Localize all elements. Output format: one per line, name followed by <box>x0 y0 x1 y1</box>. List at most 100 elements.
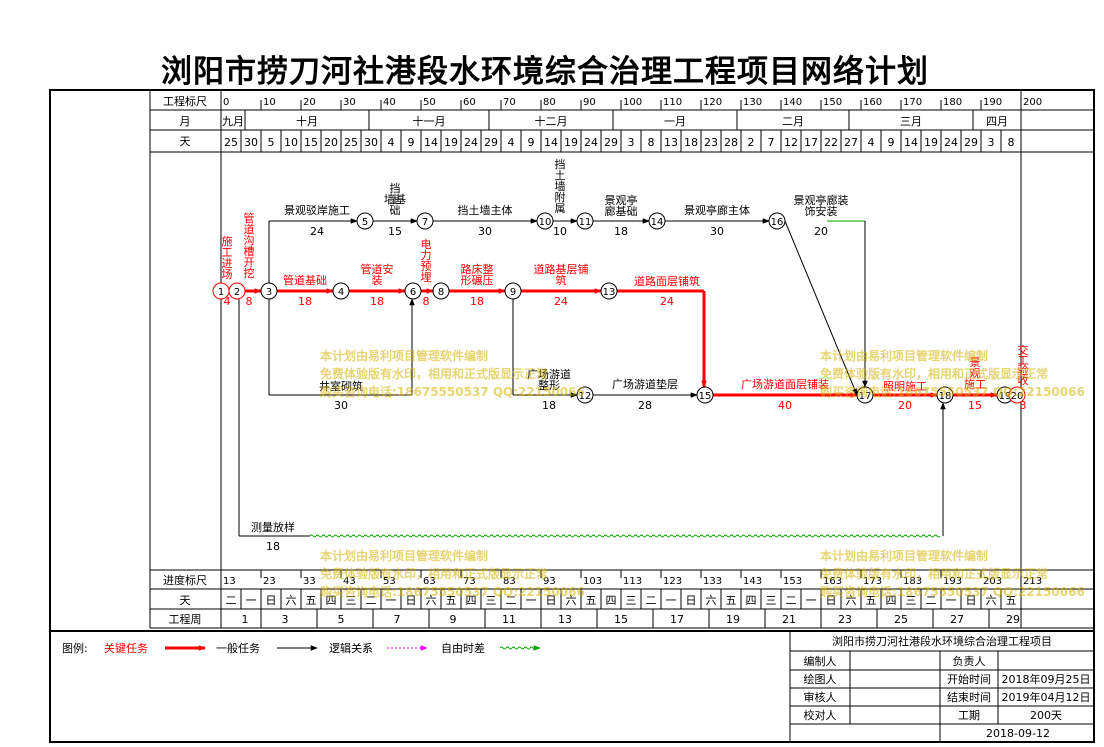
month-cell: 十二月 <box>535 114 568 128</box>
day-cell: 17 <box>804 136 818 149</box>
day-cell: 30 <box>364 136 378 149</box>
activity-name: 管道基础 <box>283 273 327 287</box>
info-cell-value: 200天 <box>1030 709 1062 722</box>
week-cell: 19 <box>726 613 740 626</box>
activity-name: 电 <box>421 238 432 251</box>
node-number: 6 <box>410 287 416 298</box>
info-cell-label: 结束时间 <box>947 691 991 704</box>
weekday-cell: 一 <box>666 594 677 607</box>
info-cell-label: 开始时间 <box>947 672 991 686</box>
scale-tick-label: 60 <box>463 97 476 108</box>
legend-normal-label: 一般任务 <box>216 642 260 655</box>
weekday-cell: 三 <box>766 594 777 607</box>
watermark-text: 本计划由易利项目管理软件编制 <box>320 348 488 363</box>
activity-name: 墙 <box>555 179 566 193</box>
node-number: 1 <box>218 287 224 298</box>
scale-tick-label: 10 <box>263 97 276 108</box>
activity-name: 景观亭 <box>605 193 638 207</box>
info-project-name: 浏阳市捞刀河社港段水环境综合治理工程项目 <box>832 634 1052 648</box>
day-cell: 28 <box>724 136 738 149</box>
weekday-cell: 六 <box>846 594 857 607</box>
progress-tick-label: 183 <box>903 576 922 587</box>
weekday-cell: 五 <box>306 594 317 607</box>
node-number: 2 <box>234 287 240 298</box>
activity-name: 饰安装 <box>805 204 838 218</box>
weekday-cell: 五 <box>726 594 737 607</box>
progress-tick-label: 63 <box>423 576 436 587</box>
scale-tick-label: 200 <box>1023 97 1042 108</box>
week-cell: 15 <box>614 613 628 626</box>
day-cell: 22 <box>824 136 838 149</box>
scale-tick-label: 180 <box>943 97 962 108</box>
watermark-text: 本计划由易利项目管理软件编制 <box>820 348 988 363</box>
weekday-cell: 三 <box>346 594 357 607</box>
activity-name: 挡土墙主体 <box>458 203 513 217</box>
activity-duration: 8 <box>246 295 253 308</box>
weekday-cell: 二 <box>926 594 937 607</box>
network-node <box>416 212 434 230</box>
info-cell-label: 审核人 <box>804 690 837 704</box>
progress-label: 进度标尺 <box>163 573 207 587</box>
progress-tick-label: 153 <box>783 576 802 587</box>
weekday-cell: 四 <box>606 594 617 607</box>
legend-float-label: 自由时差 <box>441 641 485 655</box>
network-node <box>260 282 278 300</box>
progress-tick-label: 93 <box>543 576 556 587</box>
activity-name: 道 <box>244 222 255 236</box>
scale-tick-label: 170 <box>903 97 922 108</box>
activity-name: 景观亭廊主体 <box>684 203 750 217</box>
week-cell: 29 <box>1006 613 1020 626</box>
activity-name: 预 <box>421 260 432 273</box>
activity-name: 工 <box>1018 354 1029 367</box>
progress-tick-label: 173 <box>863 576 882 587</box>
watermark-text: 购买咨询电话:18675550537 QQ:22150066 <box>820 384 1085 399</box>
month-cell: 二月 <box>782 115 804 128</box>
progress-tick-label: 203 <box>983 576 1002 587</box>
weekday-cell: 日 <box>966 594 977 607</box>
weekday-cell: 四 <box>326 594 337 607</box>
weekday-cell: 二 <box>506 594 517 607</box>
weekday-cell: 一 <box>806 594 817 607</box>
activity-name: 收 <box>1018 373 1029 387</box>
legend-label: 图例: <box>62 641 88 655</box>
activity-duration: 28 <box>638 399 652 412</box>
activity-name: 廊基础 <box>605 204 638 218</box>
activity-duration: 30 <box>478 225 492 238</box>
weekday-cell: 五 <box>866 594 877 607</box>
progress-tick-label: 23 <box>263 576 276 587</box>
scale-tick-label: 190 <box>983 97 1002 108</box>
network-node <box>600 282 618 300</box>
node-number: 13 <box>603 287 616 298</box>
day-cell: 14 <box>544 136 558 149</box>
activity-name: 整形 <box>538 378 560 392</box>
scale-tick-label: 150 <box>823 97 842 108</box>
progress-tick-label: 133 <box>703 576 722 587</box>
info-date: 2018-09-12 <box>986 727 1050 740</box>
activity-name: 广场游道面层铺装 <box>741 377 829 391</box>
node-number: 8 <box>438 287 444 298</box>
activity-duration: 20 <box>814 225 828 238</box>
week-cell: 5 <box>338 613 345 626</box>
node-number: 10 <box>539 217 552 228</box>
progress-tick-label: 33 <box>303 576 316 587</box>
weekday-cell: 六 <box>986 594 997 607</box>
watermark-text: 免费体验版有水印，相用和正式版显示正常 <box>820 566 1048 581</box>
day-cell: 29 <box>604 136 618 149</box>
week-cell: 9 <box>450 613 457 626</box>
month-cell: 三月 <box>900 115 922 128</box>
progress-tick-label: 113 <box>623 576 642 587</box>
network-node <box>648 212 666 230</box>
activity-name: 井室砌筑 <box>319 379 363 393</box>
day-cell: 24 <box>944 136 958 149</box>
activity-name: 筑 <box>556 273 567 287</box>
month-label: 月 <box>180 115 191 128</box>
free-float-wave <box>309 534 941 538</box>
activity-duration: 10 <box>553 225 567 238</box>
activity-duration: 24 <box>554 295 568 308</box>
network-node <box>1008 386 1026 404</box>
network-node <box>404 282 422 300</box>
activity-duration: 24 <box>660 295 674 308</box>
activity-name: 景 <box>970 356 981 369</box>
legend-critical-label: 关键任务 <box>104 641 148 655</box>
weekday-cell: 四 <box>746 594 757 607</box>
